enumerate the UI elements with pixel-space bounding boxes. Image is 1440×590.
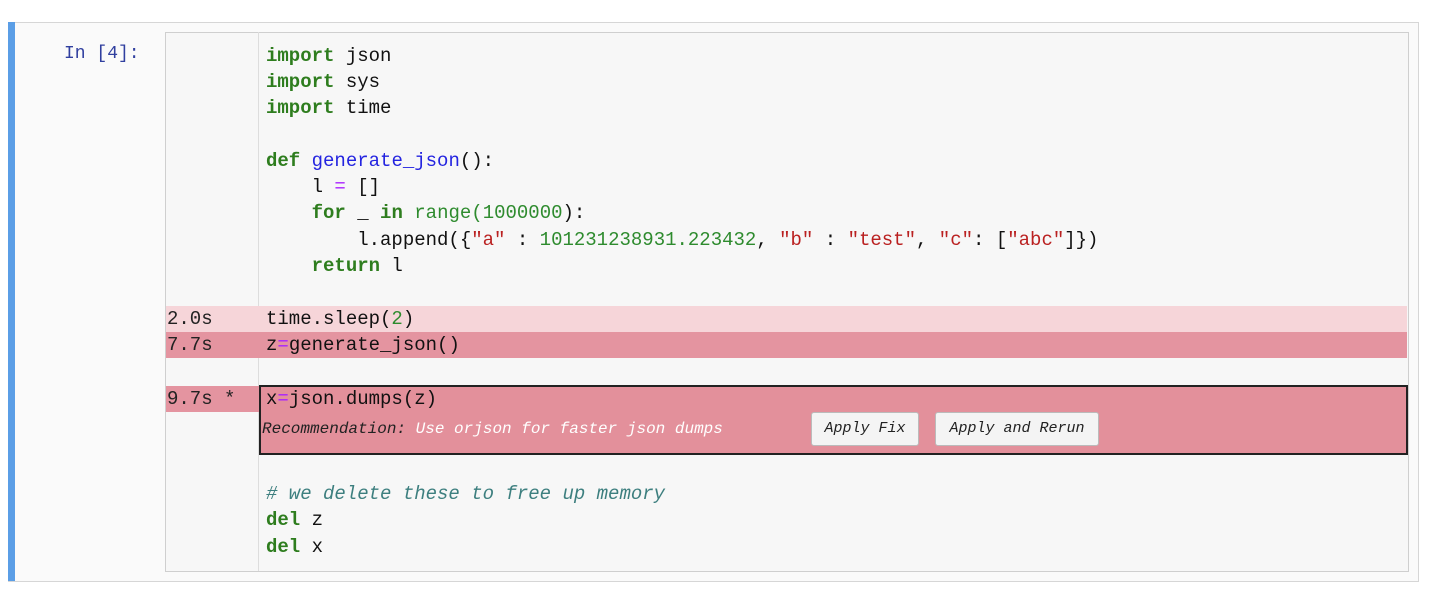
code-token: time	[334, 97, 392, 119]
code-token: l	[380, 255, 403, 277]
code-token: )	[402, 308, 415, 330]
code-token: :	[813, 229, 848, 251]
code-token: ():	[459, 150, 495, 172]
code-line: x=json.dumps(z)	[266, 386, 437, 412]
code-token: "b"	[779, 229, 814, 251]
code-token	[300, 150, 311, 172]
recommendation-text: Recommendation: Use orjson for faster js…	[262, 420, 723, 438]
code-token: time.sleep(	[266, 308, 392, 330]
code-token: 101231238931.223432	[539, 229, 757, 251]
code-line: z=generate_json()	[266, 332, 460, 358]
code-token: def	[266, 150, 301, 172]
timing-label: 9.7s *	[167, 388, 236, 410]
code-token: []	[345, 176, 381, 198]
code-line: l.append({"a" : 101231238931.223432, "b"…	[266, 227, 1098, 253]
code-token: for	[311, 202, 346, 224]
apply-and-rerun-button[interactable]: Apply and Rerun	[935, 412, 1099, 446]
code-token: generate_json	[311, 150, 460, 172]
selected-cell-indicator	[8, 22, 15, 581]
code-line: return l	[266, 253, 403, 279]
timing-gutter	[165, 32, 259, 571]
apply-fix-button[interactable]: Apply Fix	[811, 412, 919, 446]
code-token: import	[266, 71, 335, 93]
code-token	[266, 202, 312, 224]
code-line: import json	[266, 43, 391, 69]
code-token: sys	[334, 71, 381, 93]
code-line: import sys	[266, 69, 380, 95]
code-token: =	[277, 334, 289, 356]
code-line: for _ in range(1000000):	[266, 200, 586, 226]
code-line: def generate_json():	[266, 148, 494, 174]
code-token: 2	[391, 308, 403, 330]
code-token: =	[334, 176, 346, 198]
code-line: import time	[266, 95, 391, 121]
code-token: "test"	[847, 229, 916, 251]
code-token: x	[300, 536, 324, 558]
code-token: json	[334, 45, 392, 67]
code-line: del z	[266, 507, 323, 533]
code-comment: # we delete these to free up memory	[266, 483, 666, 505]
code-token: l.append({	[266, 229, 472, 251]
code-token: del	[266, 509, 301, 531]
code-token: generate_json()	[288, 334, 460, 356]
code-token: ,	[915, 229, 939, 251]
code-token: range(	[402, 202, 483, 224]
code-token: =	[277, 388, 289, 410]
code-editor[interactable]	[165, 32, 1409, 572]
code-line: time.sleep(2)	[266, 306, 414, 332]
code-token: ,	[756, 229, 780, 251]
code-line: l = []	[266, 174, 380, 200]
code-token: json.dumps(z)	[288, 388, 438, 410]
code-token: z	[266, 334, 278, 356]
code-token: z	[300, 509, 324, 531]
code-token: del	[266, 536, 301, 558]
code-token: :	[505, 229, 540, 251]
profile-row-dumps	[166, 386, 259, 412]
code-token: "abc"	[1007, 229, 1065, 251]
code-token: "c"	[938, 229, 974, 251]
code-token: import	[266, 45, 335, 67]
timing-label: 2.0s	[167, 308, 213, 330]
code-token: : [	[973, 229, 1008, 251]
profile-row-generate	[166, 332, 1407, 358]
code-line: del x	[266, 534, 323, 560]
code-token: x	[266, 388, 278, 410]
timing-label: 7.7s	[167, 334, 213, 356]
code-token: ]})	[1064, 229, 1099, 251]
profile-row-sleep	[166, 306, 1407, 332]
code-token: return	[311, 255, 381, 277]
code-token: "a"	[471, 229, 506, 251]
code-token: ):	[562, 202, 586, 224]
code-token	[266, 255, 312, 277]
code-token: in	[380, 202, 403, 224]
code-token: l	[266, 176, 335, 198]
code-token: import	[266, 97, 335, 119]
code-token: 1000000	[482, 202, 563, 224]
cell-prompt: In [4]:	[64, 44, 140, 64]
code-token: _	[345, 202, 381, 224]
